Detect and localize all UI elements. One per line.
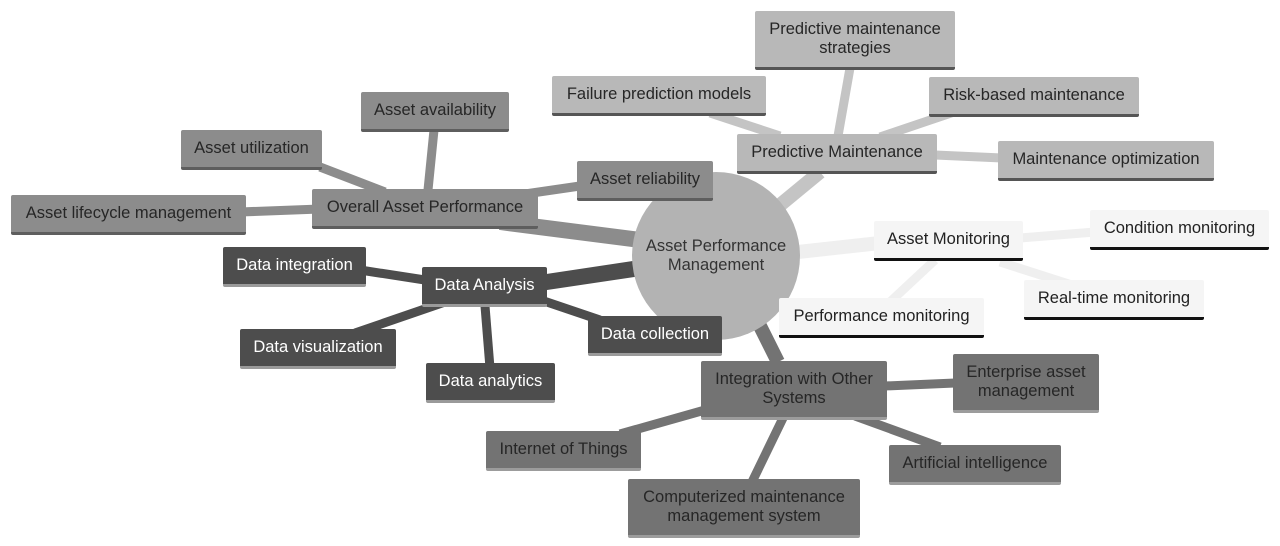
branch-data-analysis[interactable]: Data Analysis (422, 267, 547, 307)
node-label: Data integration (236, 256, 353, 274)
branch-overall-asset-performance[interactable]: Overall Asset Performance (312, 189, 538, 229)
node-data-integration[interactable]: Data integration (223, 247, 366, 287)
branch-asset-monitoring[interactable]: Asset Monitoring (874, 221, 1023, 261)
branch-label: Overall Asset Performance (326, 198, 524, 216)
node-label: Asset utilization (194, 139, 309, 157)
node-internet-of-things[interactable]: Internet of Things (486, 431, 641, 471)
node-computerized-maintenance-management-system[interactable]: Computerized maintenance management syst… (628, 479, 860, 538)
edge-oap-asset-lifecycle (239, 204, 321, 217)
edge-oap-asset-availability (423, 129, 439, 191)
node-asset-lifecycle-management[interactable]: Asset lifecycle management (11, 195, 246, 235)
node-real-time-monitoring[interactable]: Real-time monitoring (1024, 280, 1204, 320)
node-maintenance-optimization[interactable]: Maintenance optimization (998, 141, 1214, 181)
node-label: Data visualization (253, 338, 383, 356)
edge-root-asset-monitoring (797, 236, 881, 259)
edge-pm-optimization (934, 150, 1003, 163)
node-label: Maintenance optimization (1012, 150, 1200, 168)
edge-int-cmms (747, 416, 788, 484)
edge-int-ai (853, 411, 942, 452)
node-data-analytics[interactable]: Data analytics (426, 363, 555, 403)
node-label: Data analytics (438, 372, 543, 390)
edge-da-visualization (353, 297, 447, 338)
edge-root-integration (753, 322, 785, 366)
branch-label: Asset Monitoring (887, 230, 1010, 248)
node-data-collection[interactable]: Data collection (588, 316, 722, 356)
node-label: Enterprise asset management (966, 363, 1086, 400)
node-asset-reliability[interactable]: Asset reliability (577, 161, 713, 201)
node-risk-based-maintenance[interactable]: Risk-based maintenance (929, 77, 1139, 117)
edge-int-iot (618, 405, 707, 439)
edge-pm-failure-prediction (708, 108, 782, 141)
branch-label: Predictive Maintenance (751, 143, 923, 161)
edge-da-integration (359, 265, 426, 285)
node-label: Asset availability (374, 101, 496, 119)
node-asset-utilization[interactable]: Asset utilization (181, 130, 322, 170)
branch-label: Data Analysis (434, 276, 535, 294)
edge-da-analytics (480, 305, 495, 369)
node-performance-monitoring[interactable]: Performance monitoring (779, 298, 984, 338)
node-label: Failure prediction models (566, 85, 752, 103)
node-predictive-maintenance-strategies[interactable]: Predictive maintenance strategies (755, 11, 955, 70)
node-label: Internet of Things (499, 440, 628, 458)
edge-am-condition (1019, 227, 1096, 243)
edge-am-performance (886, 256, 939, 306)
node-asset-availability[interactable]: Asset availability (361, 92, 509, 132)
edge-pm-strategies (833, 67, 855, 137)
node-label: Condition monitoring (1103, 219, 1256, 237)
node-label: Real-time monitoring (1037, 289, 1191, 307)
node-condition-monitoring[interactable]: Condition monitoring (1090, 210, 1269, 250)
node-data-visualization[interactable]: Data visualization (240, 329, 396, 369)
branch-predictive-maintenance[interactable]: Predictive Maintenance (737, 134, 937, 174)
node-artificial-intelligence[interactable]: Artificial intelligence (889, 445, 1061, 485)
edge-oap-asset-utilization (318, 162, 387, 197)
node-enterprise-asset-management[interactable]: Enterprise asset management (953, 354, 1099, 413)
node-label: Computerized maintenance management syst… (643, 488, 845, 525)
branch-label: Integration with Other Systems (715, 370, 873, 407)
node-label: Risk-based maintenance (943, 86, 1125, 104)
edge-root-predictive-maintenance (775, 166, 825, 211)
node-label: Asset lifecycle management (25, 204, 232, 222)
node-label: Predictive maintenance strategies (769, 20, 941, 57)
branch-integration-with-other-systems[interactable]: Integration with Other Systems (701, 361, 887, 420)
node-label: Artificial intelligence (902, 454, 1048, 472)
node-label: Data collection (600, 325, 710, 343)
root-label: Asset Performance Management (645, 237, 787, 274)
node-label: Asset reliability (589, 170, 701, 188)
node-label: Performance monitoring (793, 307, 970, 325)
edge-root-data-analysis (538, 260, 642, 291)
edge-int-enterprise (884, 378, 956, 391)
node-failure-prediction-models[interactable]: Failure prediction models (552, 76, 766, 116)
